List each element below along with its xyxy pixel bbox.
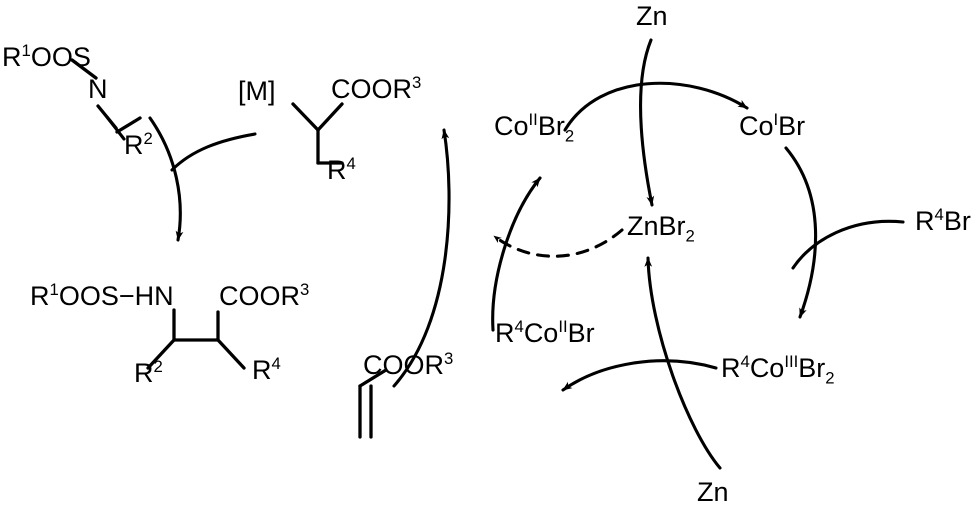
alkyl-cobalt-ii-bromide-label: R4CoIIBr bbox=[495, 317, 595, 348]
arrow-alkylco2-to-metal-enolate bbox=[392, 128, 451, 388]
cobalt-i-bromide-label: CoIBr bbox=[739, 110, 806, 141]
acrylate-ester-label: COOR3 bbox=[363, 349, 454, 380]
arrow-co2br2-to-co1br bbox=[563, 81, 749, 132]
zinc-bottom-label: Zn bbox=[697, 477, 729, 507]
arrow-alkylco3-to-alkylco2 bbox=[561, 359, 718, 392]
arrow-metal-enolate-to-product bbox=[170, 132, 257, 172]
arrow-znbr2-dashed bbox=[492, 228, 624, 258]
product-r4-label: R4 bbox=[252, 354, 281, 385]
imine-r2-label: R2 bbox=[124, 129, 153, 160]
metal-center-label: [M] bbox=[238, 76, 276, 106]
acrylate-bonds bbox=[358, 368, 388, 439]
cobalt-ii-bromide-label: CoIIBr2 bbox=[494, 110, 575, 146]
imine-nitrogen-label: N bbox=[88, 74, 108, 104]
zinc-bromide-label: ZnBr2 bbox=[627, 211, 695, 246]
arrow-co1br-to-alkylco3 bbox=[784, 146, 818, 319]
product-sulfinamide-label: R1OOS−HN bbox=[30, 280, 174, 311]
product-r2-label: R2 bbox=[134, 357, 163, 388]
arrow-acrylate-to-co2bromide bbox=[491, 176, 542, 332]
metal-enolate-alkyl-label: R4 bbox=[327, 154, 356, 185]
arrow-zinc-bottom-to-znbr2 bbox=[644, 256, 722, 470]
arrow-zinc-top-to-znbr2 bbox=[638, 38, 655, 207]
imine-structure-bonds bbox=[70, 58, 142, 141]
metal-enolate-bonds bbox=[291, 102, 344, 165]
product-ester-label: COOR3 bbox=[219, 280, 310, 311]
arrow-imine-to-product bbox=[148, 116, 184, 242]
arrow-alkylbromide-into-co1br bbox=[791, 219, 905, 270]
alkyl-cobalt-iii-dibromide-label: R4CoIIIBr2 bbox=[721, 352, 835, 388]
alkyl-bromide-label: R4Br bbox=[915, 205, 971, 236]
product-structure-bonds bbox=[146, 308, 246, 370]
imine-sulfinyl-label: R1OOS bbox=[2, 41, 91, 72]
zinc-top-label: Zn bbox=[636, 1, 668, 31]
reaction-arrows bbox=[148, 38, 905, 470]
metal-enolate-ester-label: COOR3 bbox=[331, 73, 422, 104]
